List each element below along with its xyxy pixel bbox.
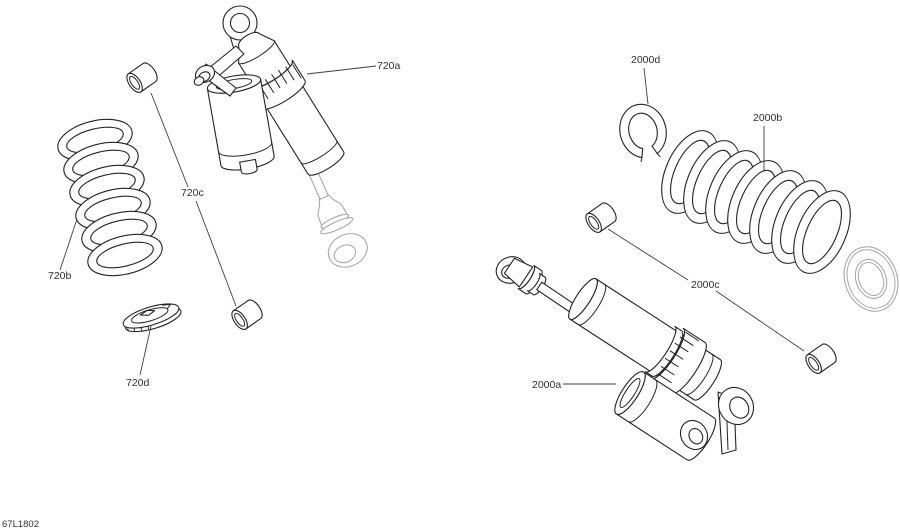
callout-2000d: 2000d (631, 54, 660, 66)
callout-2000a: 2000a (532, 379, 561, 391)
rear-bushing-upper (585, 202, 617, 233)
callout-720c: 720c (181, 187, 204, 199)
callout-2000c: 2000c (691, 279, 720, 291)
rear-coil-spring (661, 130, 851, 274)
rear-shock-absorber (495, 256, 755, 461)
leader-2000c-upper (607, 228, 689, 281)
rear-retaining-ring (619, 103, 667, 163)
leader-720b (59, 218, 78, 271)
leader-lines (59, 65, 805, 385)
callout-labels: 720a 720b 720c 720d 2000a 2000b 2000c 20… (48, 54, 782, 391)
front-bushing-lower (231, 299, 263, 330)
drawing-code: 67L1802 (2, 519, 39, 530)
callout-720a: 720a (377, 60, 401, 72)
callout-720d: 720d (126, 377, 150, 389)
front-shock-shaft (307, 167, 368, 268)
front-bushing-upper (126, 62, 158, 93)
front-coil-spring (57, 118, 163, 277)
rear-shock-clevis (679, 386, 755, 455)
rear-bushing-lower (805, 343, 837, 374)
leader-2000d (643, 67, 649, 105)
callout-2000b: 2000b (753, 112, 782, 124)
callout-720b: 720b (48, 270, 72, 282)
rear-spring-washer (843, 246, 899, 312)
front-shock-hose-fitting (193, 45, 245, 97)
front-spring-seat (122, 303, 182, 333)
front-shock-eyelet (222, 5, 258, 41)
leader-720a (306, 65, 377, 75)
leader-720d (139, 325, 152, 376)
leader-720c-upper (150, 92, 189, 188)
leader-720c-lower (195, 200, 237, 307)
leader-2000c-lower (715, 290, 805, 352)
front-shock-absorber (193, 5, 368, 268)
